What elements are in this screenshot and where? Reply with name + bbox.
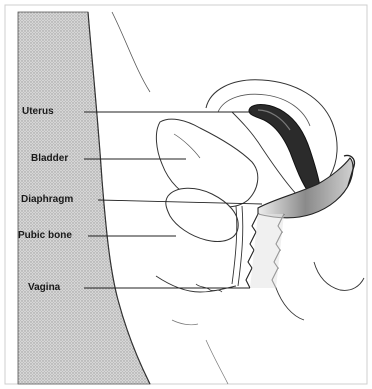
uterus-label: Uterus	[22, 106, 54, 118]
vagina-label: Vagina	[28, 282, 60, 294]
pubic-bone-label: Pubic bone	[18, 230, 72, 242]
bladder-label: Bladder	[31, 153, 68, 165]
diaphragm-label: Diaphragm	[21, 194, 73, 206]
